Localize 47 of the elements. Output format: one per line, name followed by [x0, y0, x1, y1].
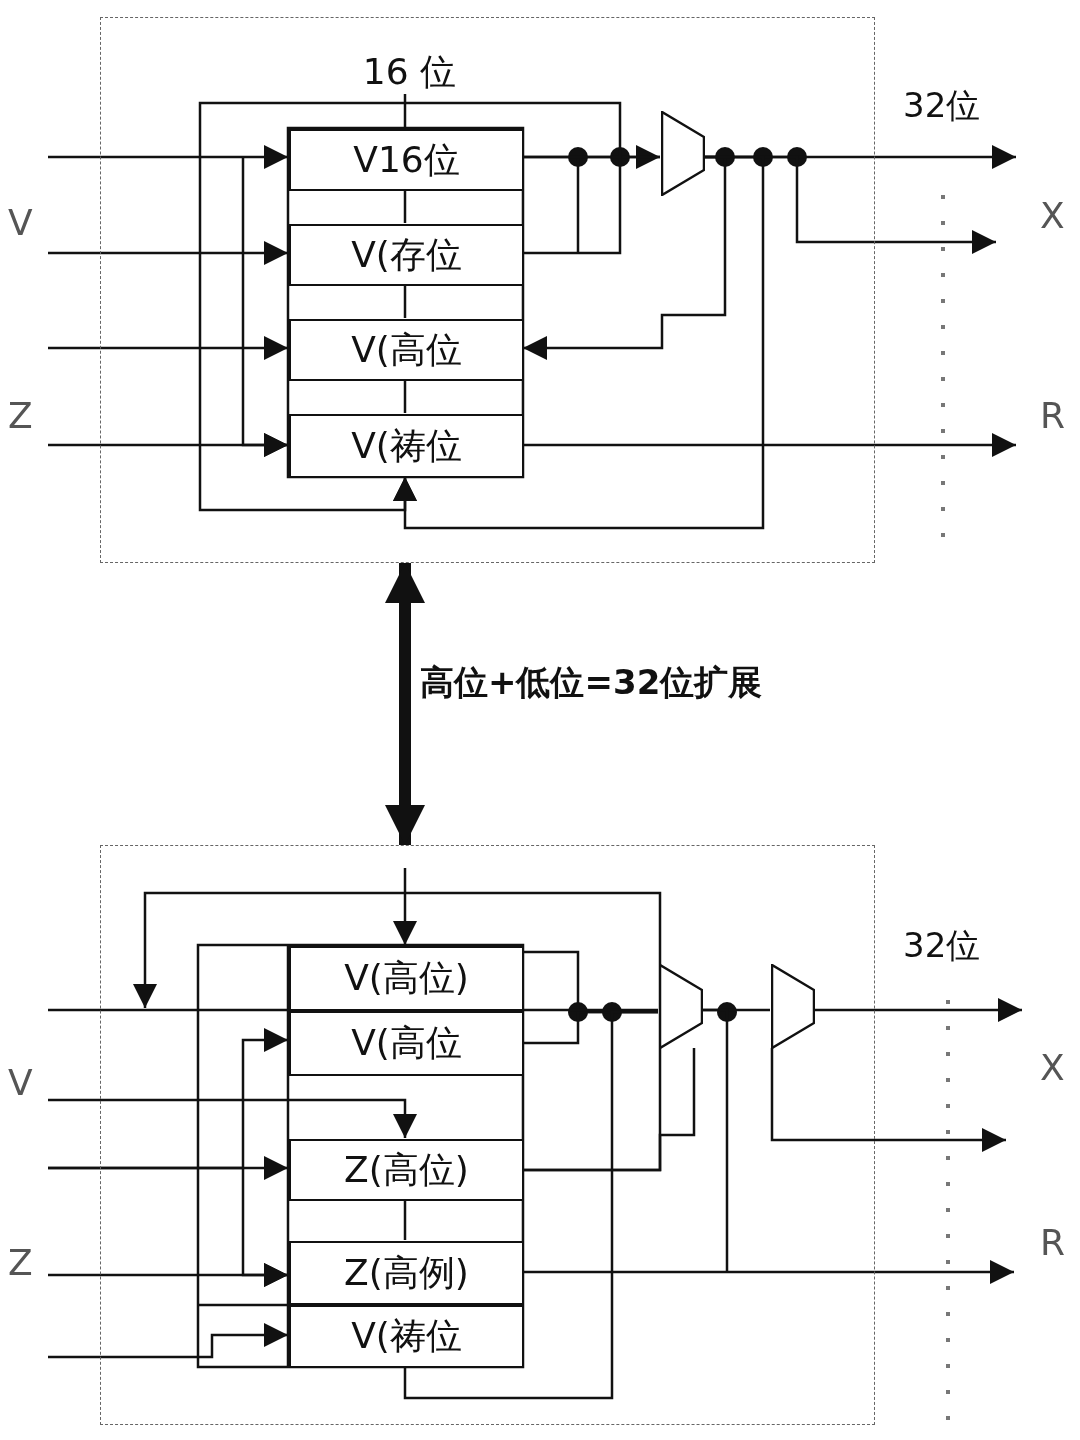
signal-label: R: [1040, 398, 1065, 434]
arrow: [48, 1263, 288, 1287]
arrow: [48, 145, 288, 169]
double-arrow: [385, 563, 425, 845]
signal-label: X: [1040, 198, 1065, 234]
signal-label: V: [8, 1065, 33, 1101]
register-box: V(高位: [289, 319, 524, 381]
arrow: [198, 101, 622, 512]
register-box: V(高位: [289, 1011, 524, 1076]
bit-width-label: 32位: [903, 88, 981, 122]
signal-label: X: [1040, 1050, 1065, 1086]
dashed-frame: [100, 845, 875, 1425]
arrow: [48, 1156, 288, 1180]
wire: [523, 1048, 696, 1172]
arrow: [48, 1323, 288, 1359]
wire: [403, 94, 407, 128]
signal-label: Z: [8, 398, 33, 434]
register-box: Z(高例): [289, 1241, 524, 1305]
wire: [403, 190, 407, 223]
register-box: V16位: [289, 129, 524, 191]
signal-label: Z: [8, 1245, 33, 1281]
register-box: Z(高位): [289, 1139, 524, 1201]
wire: [403, 1010, 658, 1400]
arrow: [48, 1098, 417, 1138]
register-box: V(存位: [289, 224, 524, 286]
wire: [403, 380, 407, 413]
dashed-frame: [100, 17, 875, 563]
arrow: [523, 433, 1016, 457]
wire: [403, 1200, 407, 1240]
wire: [702, 1008, 729, 1272]
bit-width-label: 16 位: [353, 49, 466, 95]
signal-label: R: [1040, 1225, 1065, 1261]
arrow: [814, 998, 1022, 1022]
wire: [403, 285, 407, 318]
arrow: [393, 868, 417, 945]
register-box: V(高位): [289, 946, 524, 1011]
arrow: [770, 1048, 1006, 1152]
arrow: [523, 1260, 1014, 1284]
register-box: V(祷位: [289, 414, 524, 478]
bit-width-label: 32位: [903, 928, 981, 962]
signal-label: V: [8, 205, 33, 241]
register-box: V(祷位: [289, 1305, 524, 1368]
arrow: [48, 241, 288, 265]
arrow: [241, 157, 288, 457]
arrow: [48, 336, 288, 360]
edge-label: 高位+低位=32位扩展: [420, 665, 763, 699]
arrow: [523, 155, 727, 360]
